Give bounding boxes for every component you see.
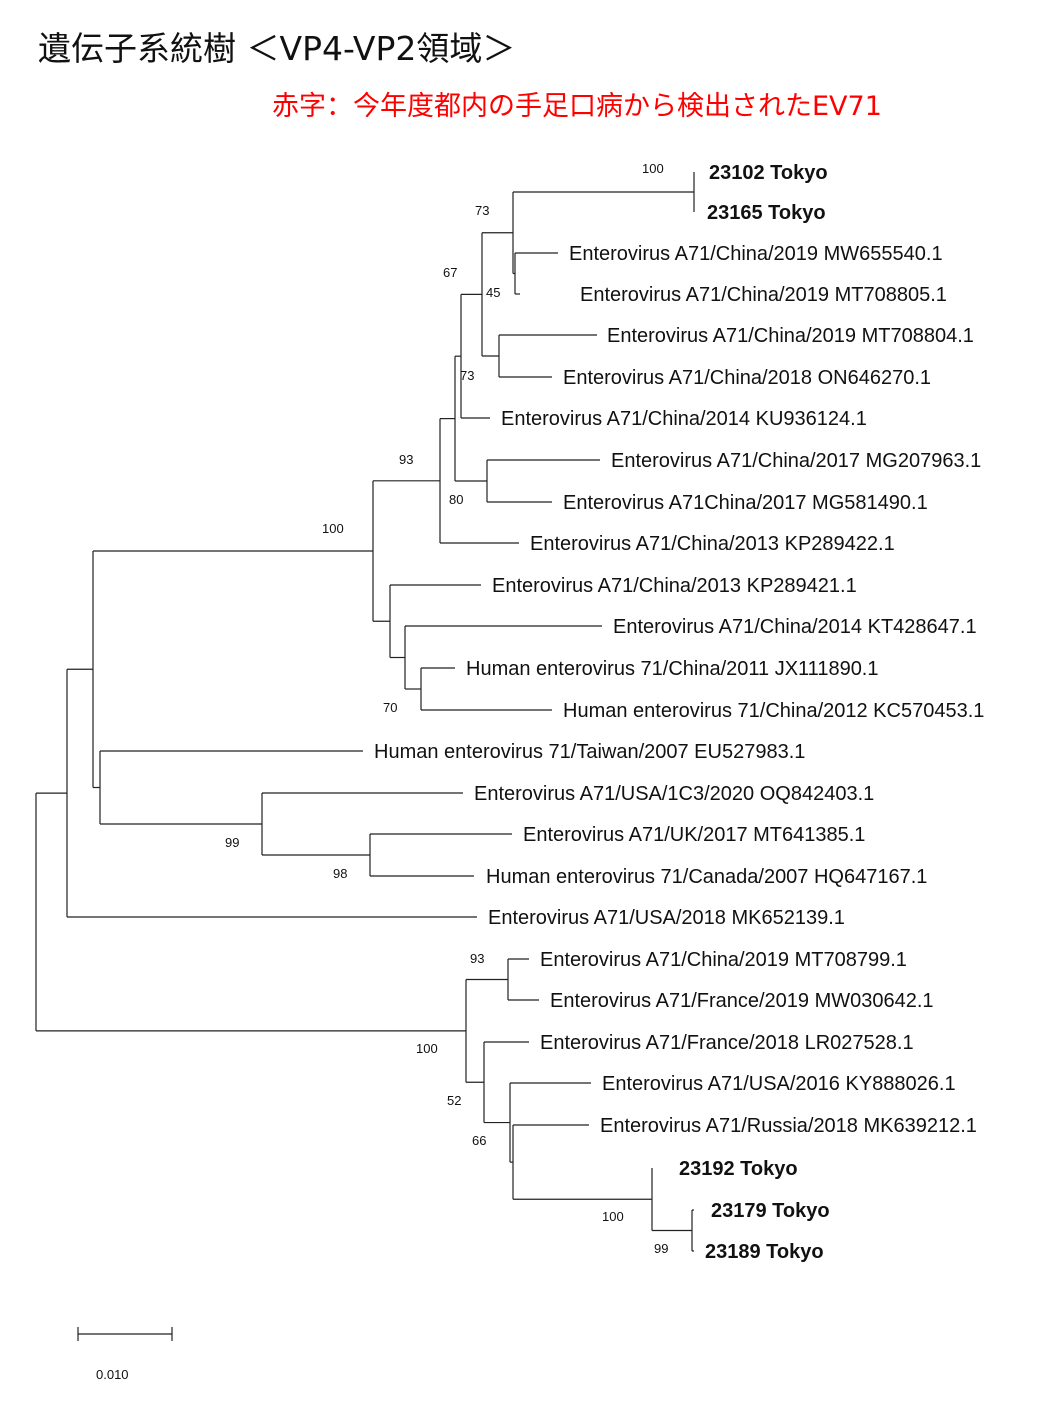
bootstrap-value: 99 xyxy=(654,1241,668,1256)
scale-bar: 0.010 xyxy=(77,1327,173,1382)
legend-note: 赤字：今年度都内の手足口病から検出されたEV71 xyxy=(272,91,882,122)
leaf-label: Enterovirus A71/China/2013 KP289422.1 xyxy=(530,533,895,555)
leaf-label: Enterovirus A71/USA/2016 KY888026.1 xyxy=(602,1073,956,1095)
leaf-label: Human enterovirus 71/Canada/2007 HQ64716… xyxy=(486,866,927,888)
bootstrap-labels: 100 73 67 45 73 93 80 100 70 99 98 93 100 52 66 100 99 xyxy=(225,161,668,1256)
bootstrap-value: 80 xyxy=(449,492,463,507)
leaf-label: Enterovirus A71/China/2019 MT708804.1 xyxy=(607,325,974,347)
leaf-label: Human enterovirus 71/China/2011 JX111890… xyxy=(466,658,879,680)
leaf-label: 23179 Tokyo xyxy=(711,1200,830,1222)
tree-branches xyxy=(35,172,695,1252)
leaf-label: Enterovirus A71/China/2017 MG207963.1 xyxy=(611,450,981,472)
bootstrap-value: 66 xyxy=(472,1133,486,1148)
bootstrap-value: 100 xyxy=(602,1209,624,1224)
leaf-label: Enterovirus A71/China/2014 KT428647.1 xyxy=(613,616,977,638)
leaf-label: Enterovirus A71/China/2014 KU936124.1 xyxy=(501,408,867,430)
bootstrap-value: 98 xyxy=(333,866,347,881)
bootstrap-value: 67 xyxy=(443,265,457,280)
leaf-label: Enterovirus A71/China/2019 MW655540.1 xyxy=(569,243,943,265)
leaf-label: Enterovirus A71/France/2018 LR027528.1 xyxy=(540,1032,914,1054)
leaf-label: Enterovirus A71/Russia/2018 MK639212.1 xyxy=(600,1115,977,1137)
bootstrap-value: 100 xyxy=(416,1041,438,1056)
leaf-label: Human enterovirus 71/Taiwan/2007 EU52798… xyxy=(374,741,805,763)
bootstrap-value: 100 xyxy=(642,161,664,176)
leaf-label: Enterovirus A71/China/2018 ON646270.1 xyxy=(563,367,931,389)
leaf-label: 23165 Tokyo xyxy=(707,202,826,224)
leaf-label: Enterovirus A71China/2017 MG581490.1 xyxy=(563,492,928,514)
leaf-label: Human enterovirus 71/China/2012 KC570453… xyxy=(563,700,984,722)
leaf-label: Enterovirus A71/USA/2018 MK652139.1 xyxy=(488,907,845,929)
leaf-label: 23192 Tokyo xyxy=(679,1158,798,1180)
bootstrap-value: 93 xyxy=(470,951,484,966)
bootstrap-value: 70 xyxy=(383,700,397,715)
bootstrap-value: 73 xyxy=(460,368,474,383)
bootstrap-value: 99 xyxy=(225,835,239,850)
leaf-label: Enterovirus A71/China/2013 KP289421.1 xyxy=(492,575,857,597)
leaf-label: 23102 Tokyo xyxy=(709,162,828,184)
bootstrap-value: 93 xyxy=(399,452,413,467)
leaf-label: Enterovirus A71/USA/1C3/2020 OQ842403.1 xyxy=(474,783,874,805)
bootstrap-value: 45 xyxy=(486,285,500,300)
bootstrap-value: 73 xyxy=(475,203,489,218)
page-title: 遺伝子系統樹 ＜VP4-VP2領域＞ xyxy=(38,29,516,68)
leaf-label: Enterovirus A71/China/2019 MT708805.1 xyxy=(580,284,947,306)
bootstrap-value: 52 xyxy=(447,1093,461,1108)
scale-bar-label: 0.010 xyxy=(96,1367,129,1382)
leaf-label: 23189 Tokyo xyxy=(705,1241,824,1263)
leaf-label: Enterovirus A71/China/2019 MT708799.1 xyxy=(540,949,907,971)
leaf-label: Enterovirus A71/France/2019 MW030642.1 xyxy=(550,990,934,1012)
leaf-label: Enterovirus A71/UK/2017 MT641385.1 xyxy=(523,824,865,846)
bootstrap-value: 100 xyxy=(322,521,344,536)
